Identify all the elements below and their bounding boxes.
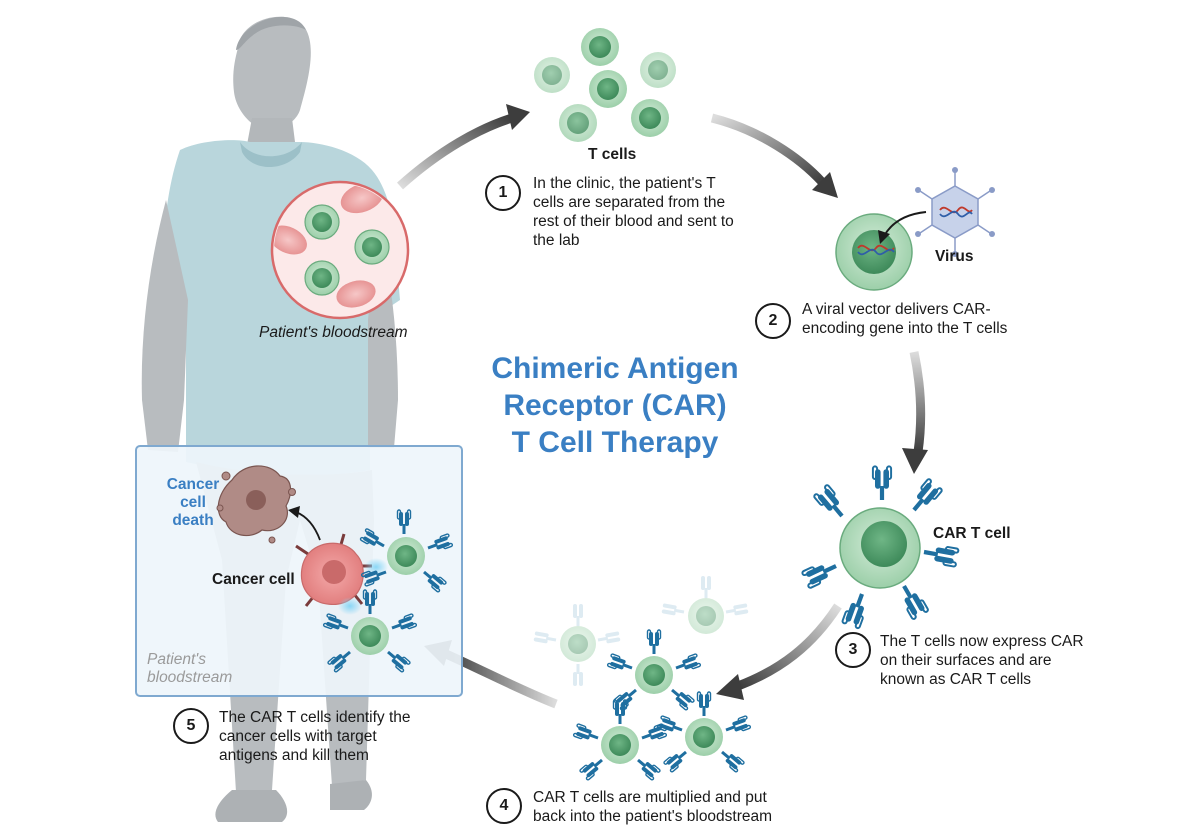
faded-car-t-cell-1 [533, 604, 621, 686]
step-5-text: The CAR T cells identify the cancer cell… [219, 709, 411, 764]
attacking-car-t-cell-1 [359, 509, 454, 594]
car-t-cell-expanded-3 [656, 691, 752, 774]
patient-bloodstream-label: Patient's bloodstream [259, 324, 408, 341]
step-2-number: 2 [755, 303, 791, 339]
bloodstream-magnifier [270, 180, 410, 320]
transduced-t-cell [835, 213, 913, 291]
car-t-cell-expanded-2 [572, 699, 668, 782]
t-cell-blood-1 [304, 204, 340, 240]
step-1-number: 1 [485, 175, 521, 211]
step-4-text: CAR T cells are multiplied and put back … [533, 789, 773, 825]
step-2-text: A viral vector delivers CAR-encoding gen… [802, 301, 1008, 337]
patient-figure [141, 16, 400, 822]
t-cell-blood-3 [304, 260, 340, 296]
car-t-cell-expanded-1 [606, 629, 702, 712]
t-cell-blood-2 [354, 229, 390, 265]
arrow-to-expansion [716, 603, 842, 700]
arrow-to-car-t-cell [902, 351, 928, 474]
expanded-car-t-cells [533, 576, 752, 782]
virus-entry-arrow [878, 211, 927, 244]
step-5-number: 5 [173, 708, 209, 744]
virus-label: Virus [935, 248, 974, 265]
diagram-title: Chimeric Antigen Receptor (CAR) T Cell T… [491, 352, 739, 459]
dead-cancer-cell [216, 465, 296, 544]
arrow-to-t-cells [396, 104, 530, 190]
arrow-to-virus [710, 113, 838, 198]
step-1-text: In the clinic, the patient's T cells are… [533, 175, 734, 249]
car-t-cell [800, 465, 960, 630]
step-4-number: 4 [486, 788, 522, 824]
step-3-number: 3 [835, 632, 871, 668]
viral-vector [915, 167, 995, 257]
t-cell-cluster [534, 28, 676, 142]
attacking-car-t-cell-2 [322, 589, 418, 674]
t-cells-label: T cells [588, 146, 637, 163]
death-arrow [288, 506, 321, 541]
cancer-cell-death-label: Cancer cell death [166, 476, 220, 529]
car-t-cell-label: CAR T cell [933, 525, 1011, 542]
cancer-cell-label: Cancer cell [212, 571, 295, 588]
step-3-text: The T cells now express CAR on their sur… [880, 633, 1084, 688]
faded-car-t-cell-2 [661, 576, 749, 634]
inset-bloodstream-label: Patient's bloodstream [147, 651, 233, 686]
